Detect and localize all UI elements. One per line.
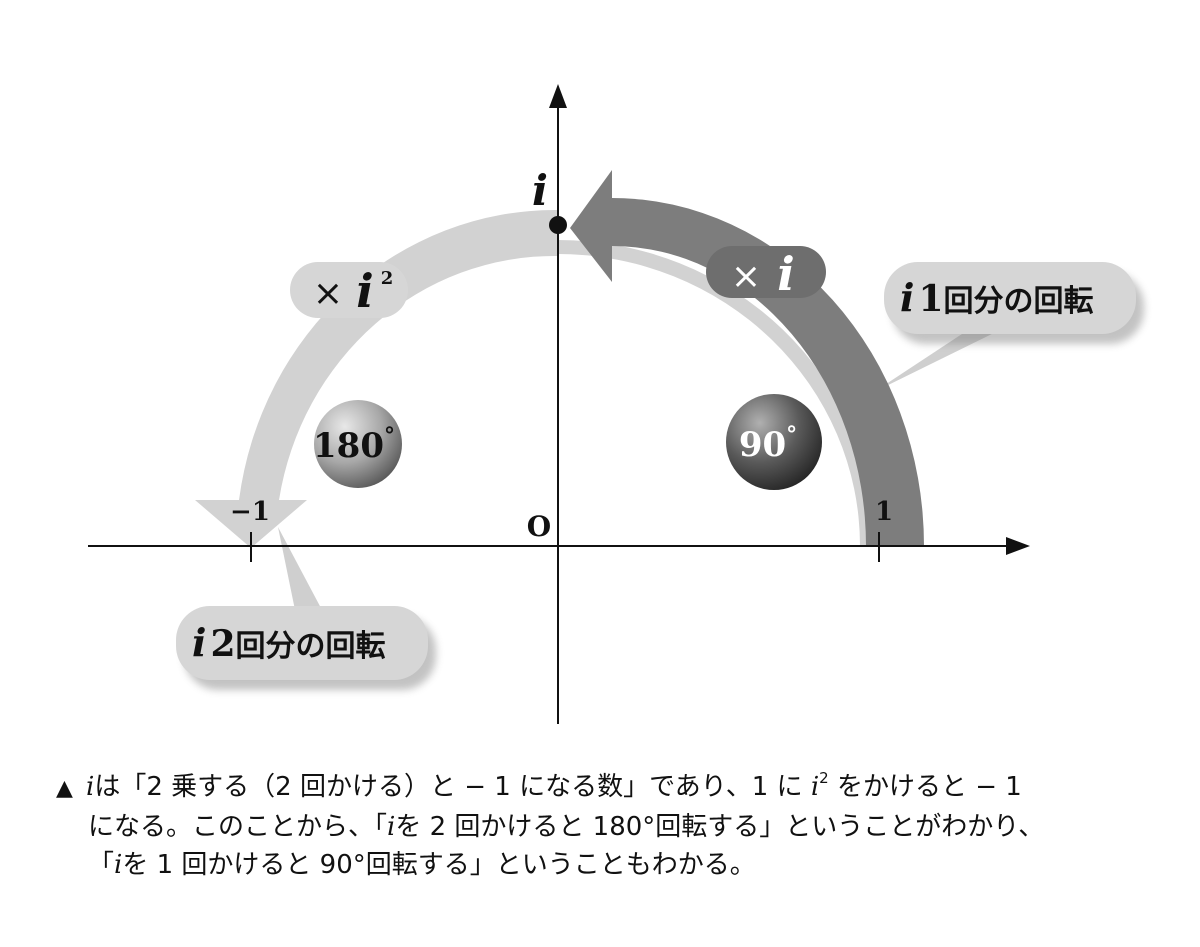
callout-two-rotation-variable: i	[192, 620, 206, 665]
caption-variable: i	[810, 772, 820, 802]
caption-text: を 2 回かけると 180°回転する」ということがわかり、	[395, 812, 1045, 842]
point-i	[549, 216, 567, 234]
times-i-squared-arrow-band	[239, 209, 558, 501]
caption-text: は「2 乗する（2 回かける）と − 1 になる数」であり、1 に	[94, 772, 811, 802]
times-i-symbol: ×	[731, 256, 761, 297]
caption-variable: i	[114, 850, 123, 880]
times-i-arrowhead	[570, 170, 612, 282]
x-axis-arrowhead	[1006, 537, 1030, 555]
caption-text: を 1 回かけると 90°回転する」ということもわかる。	[122, 850, 756, 880]
caption-text: をかけると − 1	[828, 772, 1022, 802]
caption-text: になる。このことから、「	[88, 812, 388, 842]
degree-90-ball: 90°	[726, 394, 822, 490]
callout-one-rotation-text: 回分の回転	[944, 284, 1094, 319]
label-i-point: i	[532, 166, 548, 215]
degree-90-mark: °	[786, 422, 797, 448]
callout-two-rotation-tail	[278, 527, 322, 610]
degree-180-value: 180	[313, 426, 384, 466]
times-i-squared-badge: × i 2	[290, 262, 408, 318]
label-one: 1	[875, 497, 893, 527]
times-i-squared-symbol: ×	[313, 273, 343, 314]
degree-180-ball: 180°	[313, 400, 402, 488]
callout-two-rotation-text: 回分の回転	[236, 629, 386, 664]
callout-one-rotation-tail	[874, 330, 1000, 392]
figure-caption: ▲iは「2 乗する（2 回かける）と − 1 になる数」であり、1 に i2 を…	[56, 768, 1166, 884]
times-i-squared-variable: i	[356, 264, 373, 318]
caption-variable: i	[86, 772, 95, 802]
y-axis-arrowhead	[549, 84, 567, 108]
caption-line-2: になる。このことから、「iを 2 回かけると 180°回転する」ということがわか…	[56, 808, 1166, 846]
callout-one-rotation-variable: i	[900, 275, 914, 320]
svg-text:90°: 90°	[739, 422, 797, 465]
triangle-marker-icon: ▲	[56, 776, 73, 801]
times-i-squared-arrowhead	[195, 500, 307, 548]
degree-90-value: 90	[739, 425, 786, 465]
svg-text:180°: 180°	[313, 423, 395, 466]
caption-line-1: ▲iは「2 乗する（2 回かける）と − 1 になる数」であり、1 に i2 を…	[56, 768, 1166, 808]
caption-text: 「	[88, 850, 115, 880]
caption-exponent: 2	[819, 769, 829, 787]
label-minus-one: −1	[230, 497, 270, 527]
degree-180-mark: °	[384, 423, 395, 449]
callout-one-rotation-count: 1	[918, 278, 943, 320]
times-i-variable: i	[777, 247, 794, 301]
callout-two-rotation-count: 2	[210, 623, 235, 665]
label-origin: O	[527, 510, 551, 543]
times-i-badge: × i	[706, 246, 826, 301]
times-i-squared-exponent: 2	[381, 268, 394, 289]
caption-variable: i	[387, 812, 396, 842]
caption-line-3: 「iを 1 回かけると 90°回転する」ということもわかる。	[56, 846, 1166, 884]
